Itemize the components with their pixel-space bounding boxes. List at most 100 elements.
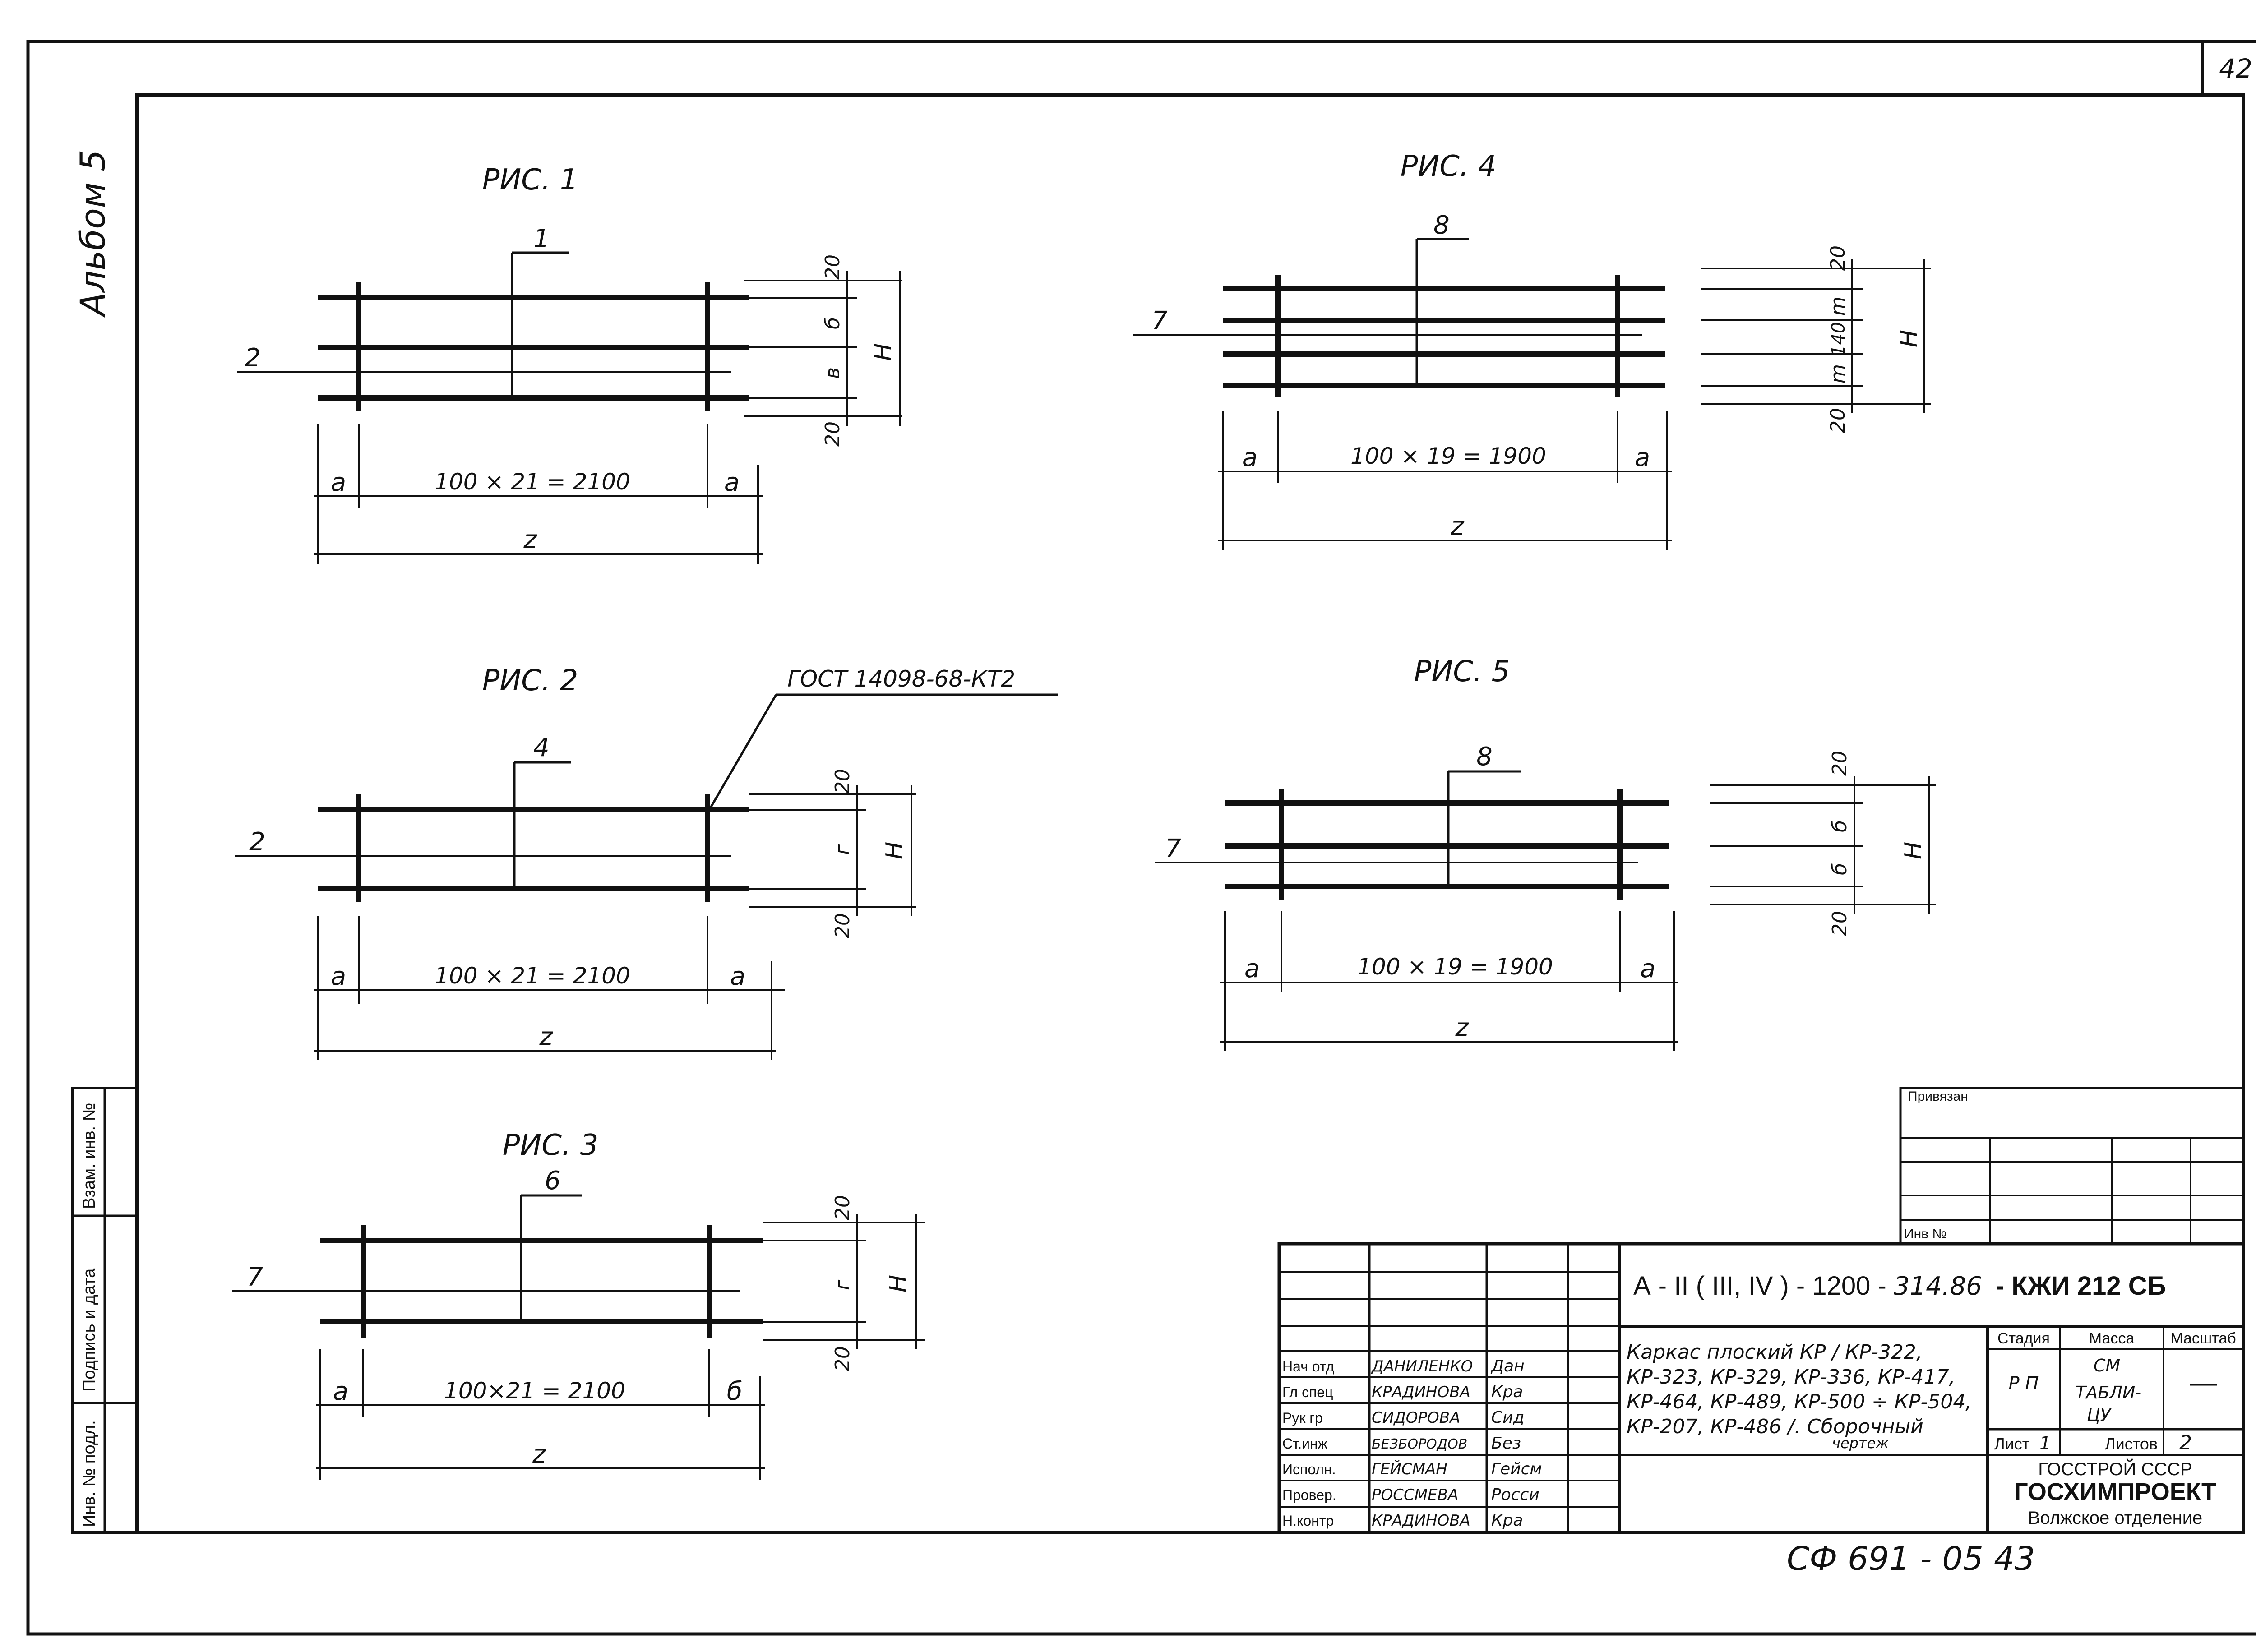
signature-row: Нач отд ДАНИЛЕНКО Дан <box>1282 1357 1525 1375</box>
figure-2-title: РИС. 2 <box>482 664 578 697</box>
figure-1-title: РИС. 1 <box>482 163 578 197</box>
fig3-vdim-total: H <box>885 1275 912 1292</box>
signature-name: КРАДИНОВА <box>1372 1383 1470 1401</box>
signature-row: Гл спец КРАДИНОВА Кра <box>1282 1383 1523 1401</box>
figure-3-title: РИС. 3 <box>503 1129 599 1162</box>
fig1-callout: 2 <box>245 343 261 373</box>
signature-name: КРАДИНОВА <box>1372 1512 1470 1530</box>
signature-role: Гл спец <box>1282 1384 1333 1400</box>
signature-mark: Гейсм <box>1491 1460 1542 1478</box>
masshtab-value: — <box>2190 1367 2217 1398</box>
stamp-inv-podl: Инв. № подл. <box>80 1420 99 1527</box>
listov-value: 2 <box>2179 1431 2192 1454</box>
fig2-vdim: 20 <box>831 913 854 938</box>
fig5-vdim: 20 <box>1828 911 1851 936</box>
stadia-value: Р П <box>2009 1373 2039 1394</box>
fig4-dim-span: 100 × 19 = 1900 <box>1350 443 1546 469</box>
massa-value: СМ <box>2094 1356 2120 1375</box>
fig1-callout: 1 <box>533 224 550 254</box>
description-line: Каркас плоский КР / КР-322, <box>1627 1341 1923 1364</box>
signature-role: Ст.инж <box>1282 1435 1328 1452</box>
fig1-vdim: 20 <box>821 254 844 280</box>
description-line: КР-207, КР-486 /. Сборочный <box>1627 1415 1923 1438</box>
fig5-vdim: б <box>1828 820 1851 832</box>
fig2-vdim: 20 <box>831 769 854 794</box>
fig2-weld-note: ГОСТ 14098-68-КТ2 <box>787 666 1015 692</box>
stamp-vzam-inv: Взам. инв. № <box>80 1103 99 1209</box>
album-label: Альбом 5 <box>73 149 113 318</box>
massa-value: ЦУ <box>2087 1405 2112 1425</box>
stamp-podpis-data: Подпись и дата <box>80 1268 99 1392</box>
signature-mark: Кра <box>1491 1511 1523 1530</box>
figure-1: РИС. 1 1 2 a 100 × 21 = 2100 a z 20 б в <box>237 163 902 564</box>
fig3-vdim: г <box>831 1279 854 1290</box>
signature-name: ДАНИЛЕНКО <box>1371 1357 1473 1375</box>
signature-row: Н.контр КРАДИНОВА Кра <box>1282 1511 1523 1530</box>
page-number: 42 <box>2219 53 2252 84</box>
massa-label: Масса <box>2089 1330 2135 1347</box>
fig4-dim-a-right: a <box>1635 443 1650 472</box>
side-stamp: Взам. инв. № Подпись и дата Инв. № подл. <box>71 1087 139 1534</box>
privyazan-inv-no: Инв № <box>1904 1227 1947 1241</box>
fig5-vdim: 20 <box>1828 751 1851 776</box>
figure-2: РИС. 2 4 2 ГОСТ 14098-68-КТ2 a 100 × 21 … <box>235 664 1058 1060</box>
list-value: 1 <box>2039 1433 2051 1454</box>
fig5-dim-span: 100 × 19 = 1900 <box>1357 954 1553 980</box>
fig5-dim-a-right: a <box>1640 954 1655 983</box>
figure-4-title: РИС. 4 <box>1401 150 1497 183</box>
fig2-vdim-total: H <box>881 842 908 859</box>
list-label: Лист <box>1994 1435 2029 1453</box>
fig1-vdim: 20 <box>821 421 844 447</box>
signature-row: Провер. РОССМЕВА Росси <box>1282 1486 1539 1504</box>
fig3-dim-span: 100×21 = 2100 <box>444 1378 625 1404</box>
fig1-vdim: в <box>821 367 844 379</box>
fig5-callout: 7 <box>1165 834 1181 863</box>
listov-label: Листов <box>2105 1435 2158 1453</box>
fig2-dim-a-right: a <box>730 962 745 991</box>
figure-5: РИС. 5 8 7 a 100 × 19 = 1900 a z 20 б б … <box>1155 655 1936 1051</box>
doc-code: А - II ( III, IV ) - 1200 - 314.86- КЖИ … <box>1633 1271 2166 1301</box>
title-block: А - II ( III, IV ) - 1200 - 314.86- КЖИ … <box>1277 1242 2245 1534</box>
fig1-vdim-total: H <box>870 343 897 361</box>
figure-5-title: РИС. 5 <box>1414 655 1510 688</box>
fig3-dim-total: z <box>532 1440 546 1469</box>
fig4-callout: 8 <box>1433 211 1450 240</box>
signature-name: РОССМЕВА <box>1372 1486 1458 1504</box>
signature-row: Исполн. ГЕЙСМАН Гейсм <box>1282 1460 1542 1478</box>
signature-role: Нач отд <box>1282 1358 1334 1375</box>
fig2-dim-span: 100 × 21 = 2100 <box>435 963 630 989</box>
masshtab-label: Масштаб <box>2170 1330 2236 1347</box>
signature-mark: Росси <box>1491 1486 1539 1504</box>
fig4-callout: 7 <box>1151 306 1168 336</box>
inner-frame <box>135 93 2245 1534</box>
fig2-dim-a-left: a <box>331 962 346 991</box>
org-line: Волжское отделение <box>2028 1508 2203 1528</box>
signature-mark: Кра <box>1491 1383 1523 1401</box>
fig1-dim-a-left: a <box>331 468 346 497</box>
signature-mark: Без <box>1491 1434 1521 1453</box>
fig1-dim-span: 100 × 21 = 2100 <box>435 469 630 495</box>
fig2-callout: 2 <box>249 827 265 857</box>
signature-name: ГЕЙСМАН <box>1372 1460 1447 1478</box>
fig2-callout: 4 <box>533 733 550 762</box>
fig4-vdim: m <box>1826 296 1849 316</box>
fig1-dim-a-right: a <box>724 468 740 497</box>
massa-value: ТАБЛИ- <box>2076 1383 2141 1403</box>
description-line: чертеж <box>1832 1435 1889 1452</box>
fig4-vdim: 20 <box>1826 245 1849 271</box>
description-line: КР-464, КР-489, КР-500 ÷ КР-504, <box>1627 1390 1972 1413</box>
fig3-callout: 7 <box>247 1263 263 1292</box>
org-line: ГОСХИМПРОЕКТ <box>2014 1478 2216 1505</box>
fig1-vdim: б <box>821 317 844 329</box>
fig3-dim-a-left: a <box>333 1377 348 1406</box>
fig5-dim-total: z <box>1455 1013 1469 1043</box>
signature-row: Ст.инж БЕЗБОРОДОВ Без <box>1282 1434 1521 1453</box>
fig4-vdim: 20 <box>1826 408 1849 433</box>
fig4-vdim: 140 <box>1828 322 1849 356</box>
signature-name: БЕЗБОРОДОВ <box>1372 1436 1467 1452</box>
page-number-box: 42 <box>2201 42 2252 95</box>
figure-3: РИС. 3 6 7 a 100×21 = 2100 б z 20 г 20 H <box>232 1129 925 1480</box>
signature-mark: Сид <box>1491 1408 1524 1427</box>
fig1-dim-total: z <box>523 525 537 554</box>
